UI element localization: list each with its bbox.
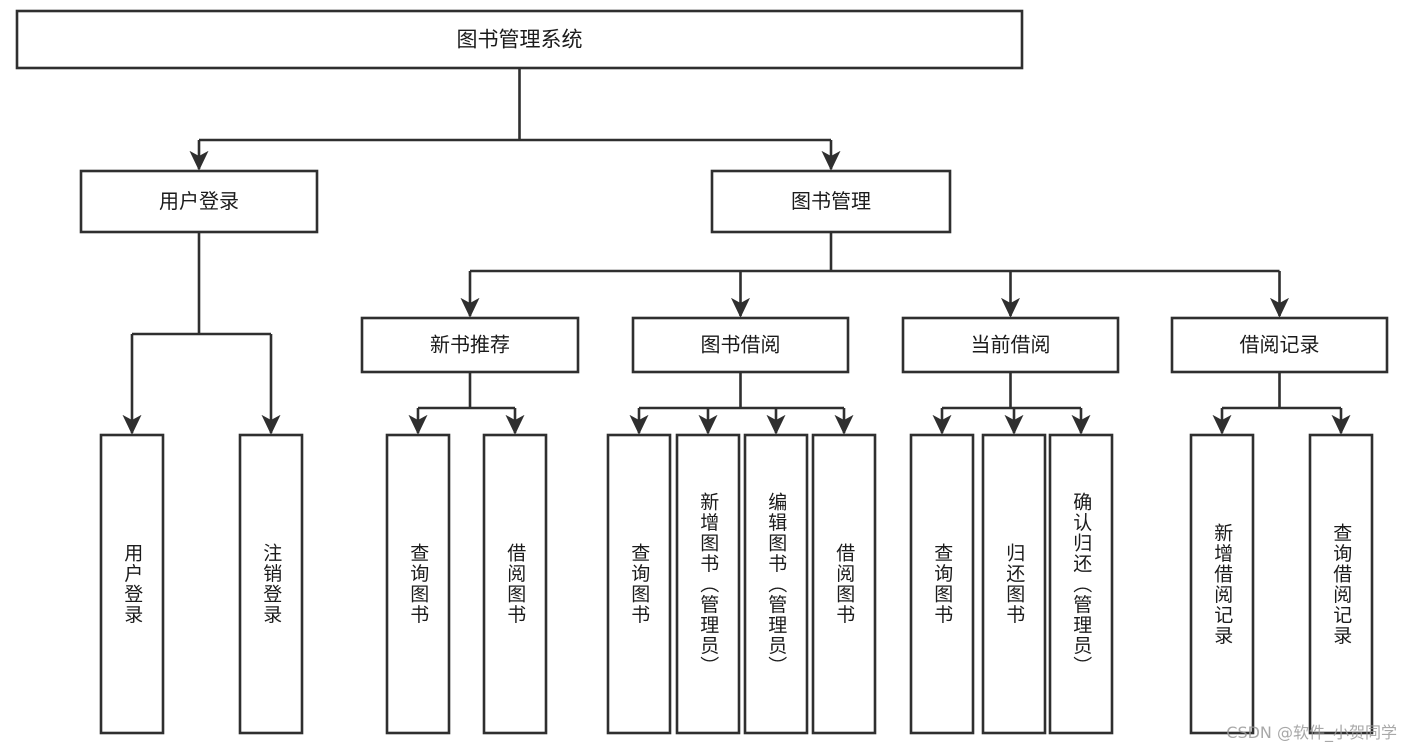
node-leaf-edit-book[interactable] (743, 433, 809, 735)
node-root-label: 图书管理系统 (457, 28, 583, 52)
node-borrow-record-label: 借阅记录 (1240, 333, 1320, 357)
node-leaf-user-login[interactable] (99, 433, 165, 735)
node-book-manage-label: 图书管理 (791, 189, 871, 213)
node-book-borrow[interactable] (631, 316, 850, 374)
box-layer (15, 9, 1389, 735)
node-leaf-query-record[interactable] (1308, 433, 1374, 735)
node-book-borrow-label: 图书借阅 (701, 333, 781, 357)
node-leaf-confirm-return[interactable] (1048, 433, 1114, 735)
node-current-borrow-label: 当前借阅 (971, 333, 1051, 357)
node-root[interactable] (15, 9, 1024, 70)
node-current-borrow[interactable] (901, 316, 1120, 374)
node-new-book-rec-label: 新书推荐 (430, 333, 510, 357)
node-leaf-borrow-book-rec[interactable] (482, 433, 548, 735)
node-leaf-return-book[interactable] (981, 433, 1047, 735)
node-leaf-borrow-book[interactable] (811, 433, 877, 735)
node-user-login[interactable] (79, 169, 319, 234)
node-book-manage[interactable] (710, 169, 952, 234)
node-leaf-add-book[interactable] (675, 433, 741, 735)
connector-layer (122, 68, 1351, 435)
node-leaf-query-book-cur[interactable] (909, 433, 975, 735)
node-new-book-rec[interactable] (360, 316, 580, 374)
node-leaf-query-book[interactable] (606, 433, 672, 735)
node-leaf-add-record[interactable] (1189, 433, 1255, 735)
node-user-login-label: 用户登录 (159, 189, 239, 213)
node-leaf-query-book-rec[interactable] (385, 433, 451, 735)
node-leaf-logout[interactable] (238, 433, 304, 735)
node-borrow-record[interactable] (1170, 316, 1389, 374)
